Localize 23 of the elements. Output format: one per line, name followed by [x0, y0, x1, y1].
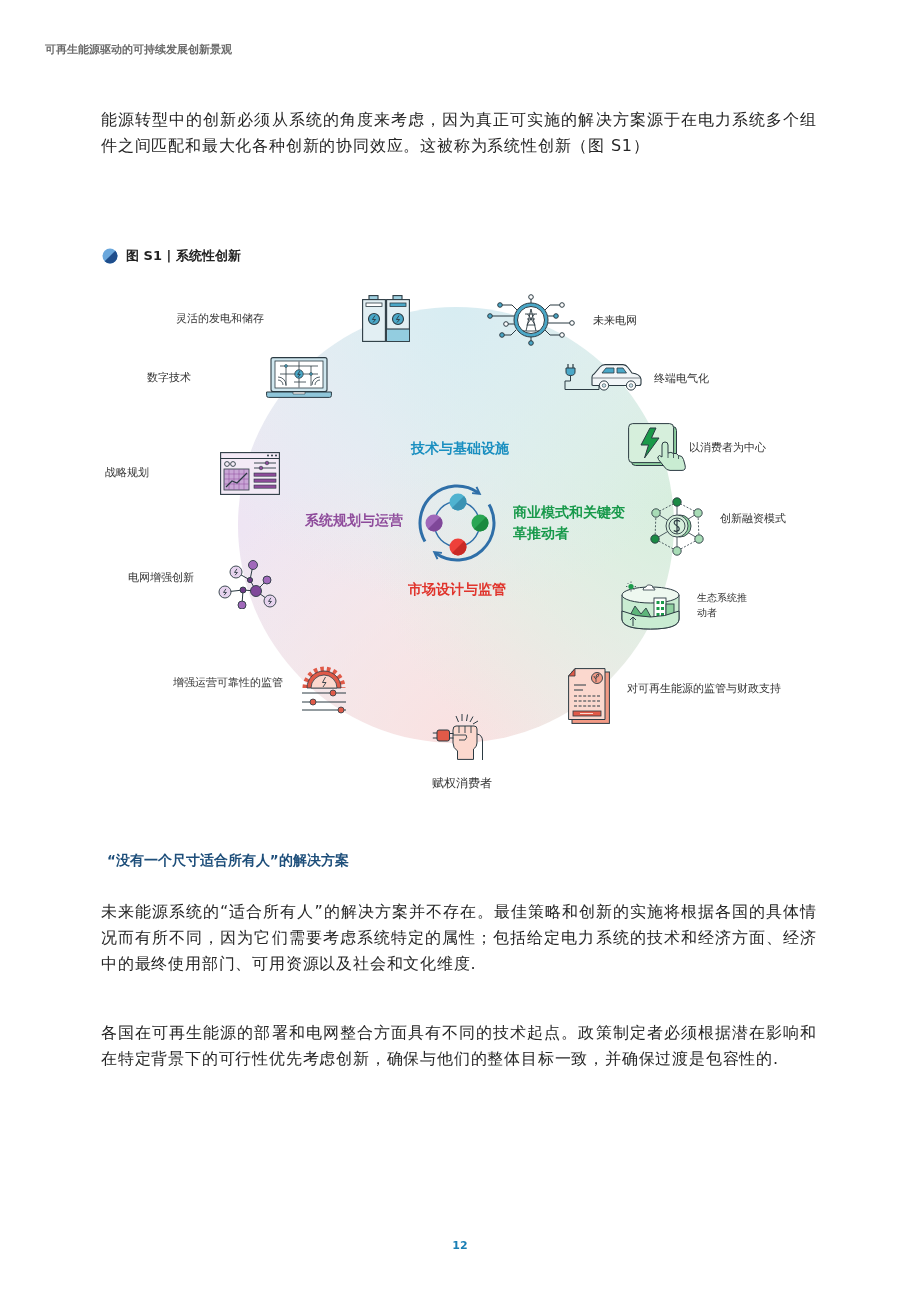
body-paragraph: 各国在可再生能源的部署和电网整合方面具有不同的技术起点。政策制定者必须根据潜在影响和在特定背景下的可行性优先考虑创新，确保与他们的整体目标一致，并确保过渡是包容性的.	[101, 1022, 817, 1070]
page-number: 12	[452, 1239, 468, 1253]
topic-label: 终端电气化	[654, 372, 709, 386]
body-paragraph: 未来能源系统的“适合所有人”的解决方案并不存在。最佳策略和创新的实施将根据各国的具体情况而有所不同，因为它们需要考虑系统特定的属性；包括给定电力系统的技术和经济方面、经济中的最终使用部门、可用资源以及社会和文化维度.	[101, 901, 817, 975]
category-label: 技术与基础设施	[411, 439, 509, 458]
running-header: 可再生能源驱动的可持续发展创新景观	[45, 43, 232, 57]
topic-label: 对可再生能源的监管与财政支持	[627, 682, 781, 696]
topic-label: 以消费者为中心	[689, 441, 766, 455]
topic-label: 赋权消费者	[432, 775, 492, 791]
topic-label: 数字技术	[147, 371, 191, 385]
topic-label: 增强运营可靠性的监管	[173, 676, 283, 690]
topic-label: 战略规划	[105, 466, 149, 480]
topic-label: 灵活的发电和储存	[176, 312, 264, 326]
body-paragraph: 能源转型中的创新必须从系统的角度来考虑，因为真正可实施的解决方案源于在电力系统多个组件之间匹配和最大化各种创新的协同效应。这被称为系统性创新（图 S1）	[101, 109, 817, 157]
topic-label: 创新融资模式	[720, 512, 786, 526]
topic-label: 电网增强创新	[128, 571, 194, 585]
category-label: 市场设计与监管	[408, 580, 506, 599]
category-label: 系统规划与运营	[305, 511, 403, 530]
category-label: 商业模式和关键变革推动者	[513, 503, 626, 543]
topic-label: 未来电网	[593, 314, 637, 328]
figure-title: 图 S1 | 系统性创新	[126, 248, 241, 264]
section-heading: “没有一个尺寸适合所有人”的解决方案	[107, 851, 349, 869]
topic-label: 生态系统推动者	[697, 591, 748, 620]
